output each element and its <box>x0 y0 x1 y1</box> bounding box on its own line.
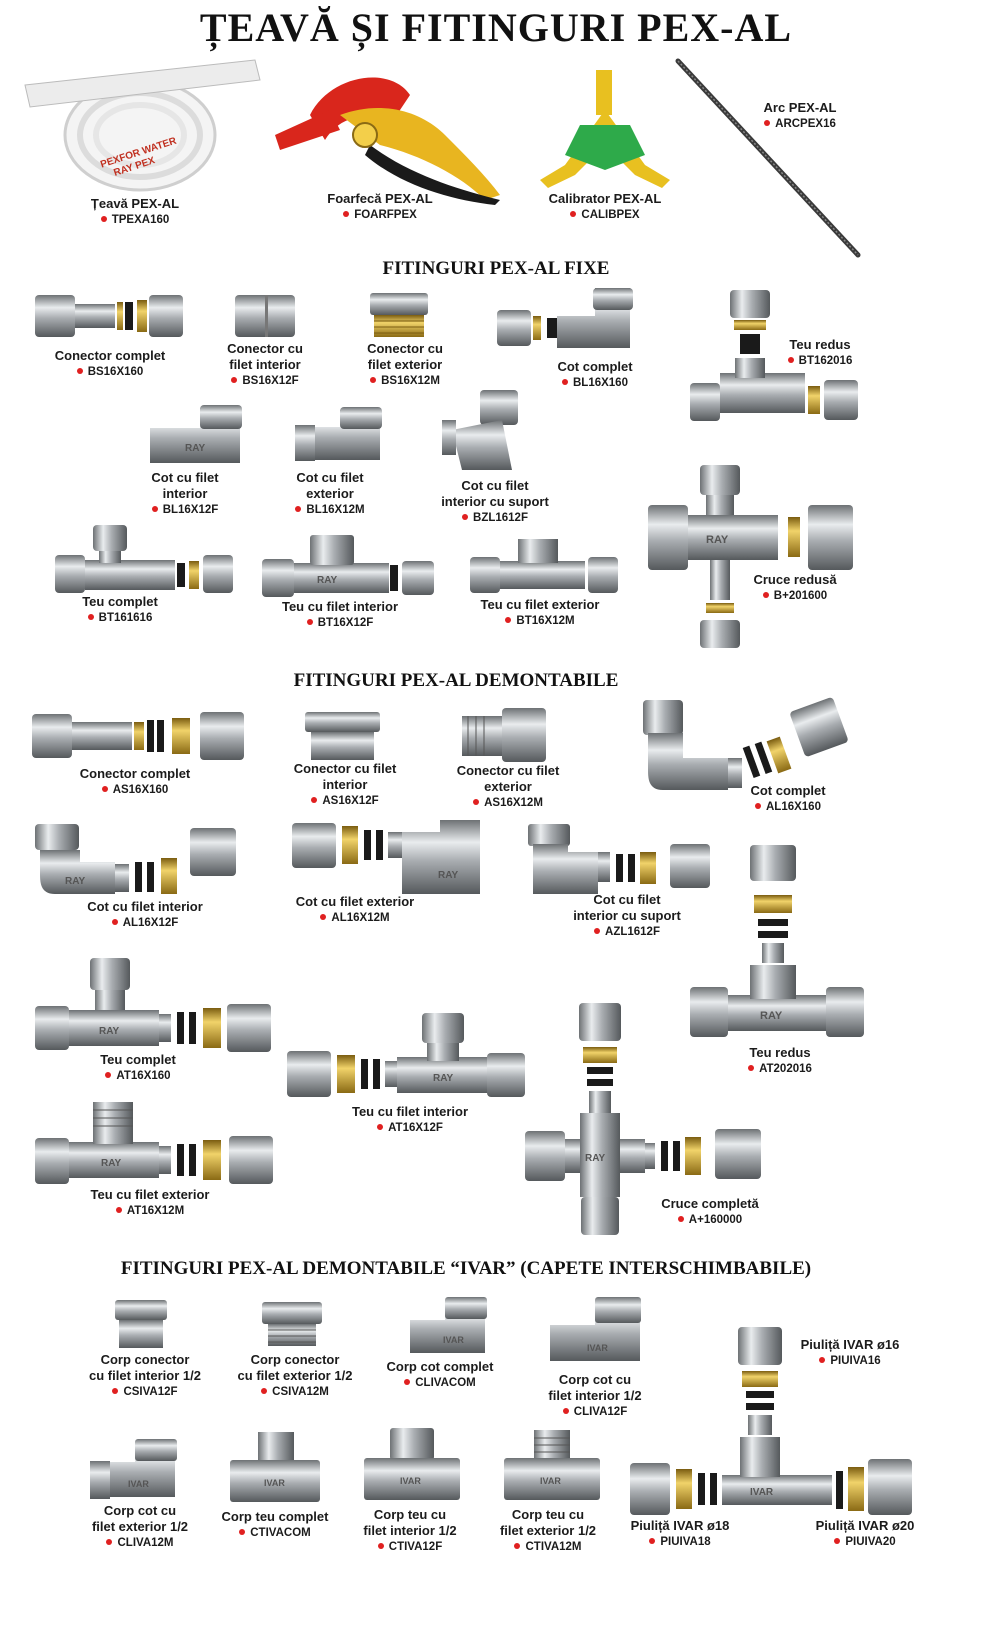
svg-text:RAY: RAY <box>65 876 86 887</box>
section-title-ivar: FITINGURI PEX-AL DEMONTABILE “IVAR” (CAP… <box>120 1258 812 1279</box>
pipe-cutter-image <box>270 55 510 205</box>
dem-cruce-completa-image: RAY <box>525 1003 765 1238</box>
fixe-teu-complet-image <box>55 525 235 595</box>
svg-text:RAY: RAY <box>760 1010 783 1022</box>
ivar-corp-cot-fi-image: IVAR <box>545 1295 645 1365</box>
fixe-teu-fi-image: RAY <box>262 535 437 600</box>
svg-text:RAY: RAY <box>433 1073 454 1084</box>
dem-cot-suport-image <box>528 822 713 897</box>
fixe-teu-redus-image <box>690 288 860 423</box>
dem-conector-complet-image <box>32 710 247 765</box>
svg-text:IVAR: IVAR <box>587 1343 608 1353</box>
section-title-demontabile: FITINGURI PEX-AL DEMONTABILE <box>293 670 619 691</box>
fixe-cruce-redusa-image: RAY <box>648 465 858 650</box>
svg-text:RAY: RAY <box>317 575 338 586</box>
fixe-conector-fe-image <box>370 293 430 341</box>
svg-text:IVAR: IVAR <box>128 1479 149 1489</box>
section-title-fixe: FITINGURI PEX-AL FIXE <box>382 258 610 279</box>
svg-text:RAY: RAY <box>99 1026 120 1037</box>
dem-cot-complet-image <box>638 697 848 793</box>
svg-text:RAY: RAY <box>438 870 459 881</box>
fixe-cot-suport-image <box>442 390 522 475</box>
ivar-corp-teu-fi-image: IVAR <box>362 1428 462 1502</box>
dem-conector-fe-image <box>462 706 547 764</box>
dem-conector-fi-image <box>305 712 385 762</box>
dem-cot-fi-image: RAY <box>35 822 240 897</box>
dem-teu-complet-image: RAY <box>35 958 273 1053</box>
fixe-teu-fe-image <box>470 535 620 597</box>
ivar-corp-teu-complet-image: IVAR <box>228 1432 323 1504</box>
fixe-cot-fi-image: RAY <box>145 403 245 465</box>
ivar-corp-teu-fe-image: IVAR <box>502 1430 602 1502</box>
svg-text:IVAR: IVAR <box>264 1478 285 1488</box>
fixe-cot-complet-image <box>495 288 640 358</box>
svg-text:IVAR: IVAR <box>750 1487 774 1498</box>
calibrator-image <box>530 70 680 195</box>
pipe-coil-image: PEXFOR WATER RAY PEX <box>20 55 261 195</box>
dem-teu-fe-image: RAY <box>35 1100 275 1190</box>
svg-text:RAY: RAY <box>585 1153 606 1164</box>
spring-image <box>670 55 870 265</box>
dem-teu-fi-image: RAY <box>287 1013 527 1098</box>
svg-text:RAY: RAY <box>185 443 206 454</box>
dem-teu-redus-image: RAY <box>690 845 865 1040</box>
svg-text:RAY: RAY <box>101 1158 122 1169</box>
svg-text:IVAR: IVAR <box>400 1476 421 1486</box>
ivar-corp-conector-fe-image <box>262 1300 324 1348</box>
svg-text:IVAR: IVAR <box>540 1476 561 1486</box>
fixe-cot-fe-image <box>295 405 385 465</box>
ivar-corp-conector-fi-image <box>115 1300 170 1350</box>
fixe-conector-fi-image <box>235 295 300 340</box>
dem-cot-fe-image: RAY <box>290 818 490 896</box>
page-title: ȚEAVĂ ȘI FITINGURI PEX-AL <box>199 5 793 50</box>
ivar-tee-assembly-image: IVAR <box>630 1325 915 1520</box>
ivar-corp-cot-complet-image: IVAR <box>405 1295 490 1357</box>
svg-text:IVAR: IVAR <box>443 1335 464 1345</box>
fixe-conector-complet-image <box>35 290 185 345</box>
svg-text:RAY: RAY <box>706 534 729 546</box>
ivar-corp-cot-fe-image: IVAR <box>90 1437 180 1502</box>
